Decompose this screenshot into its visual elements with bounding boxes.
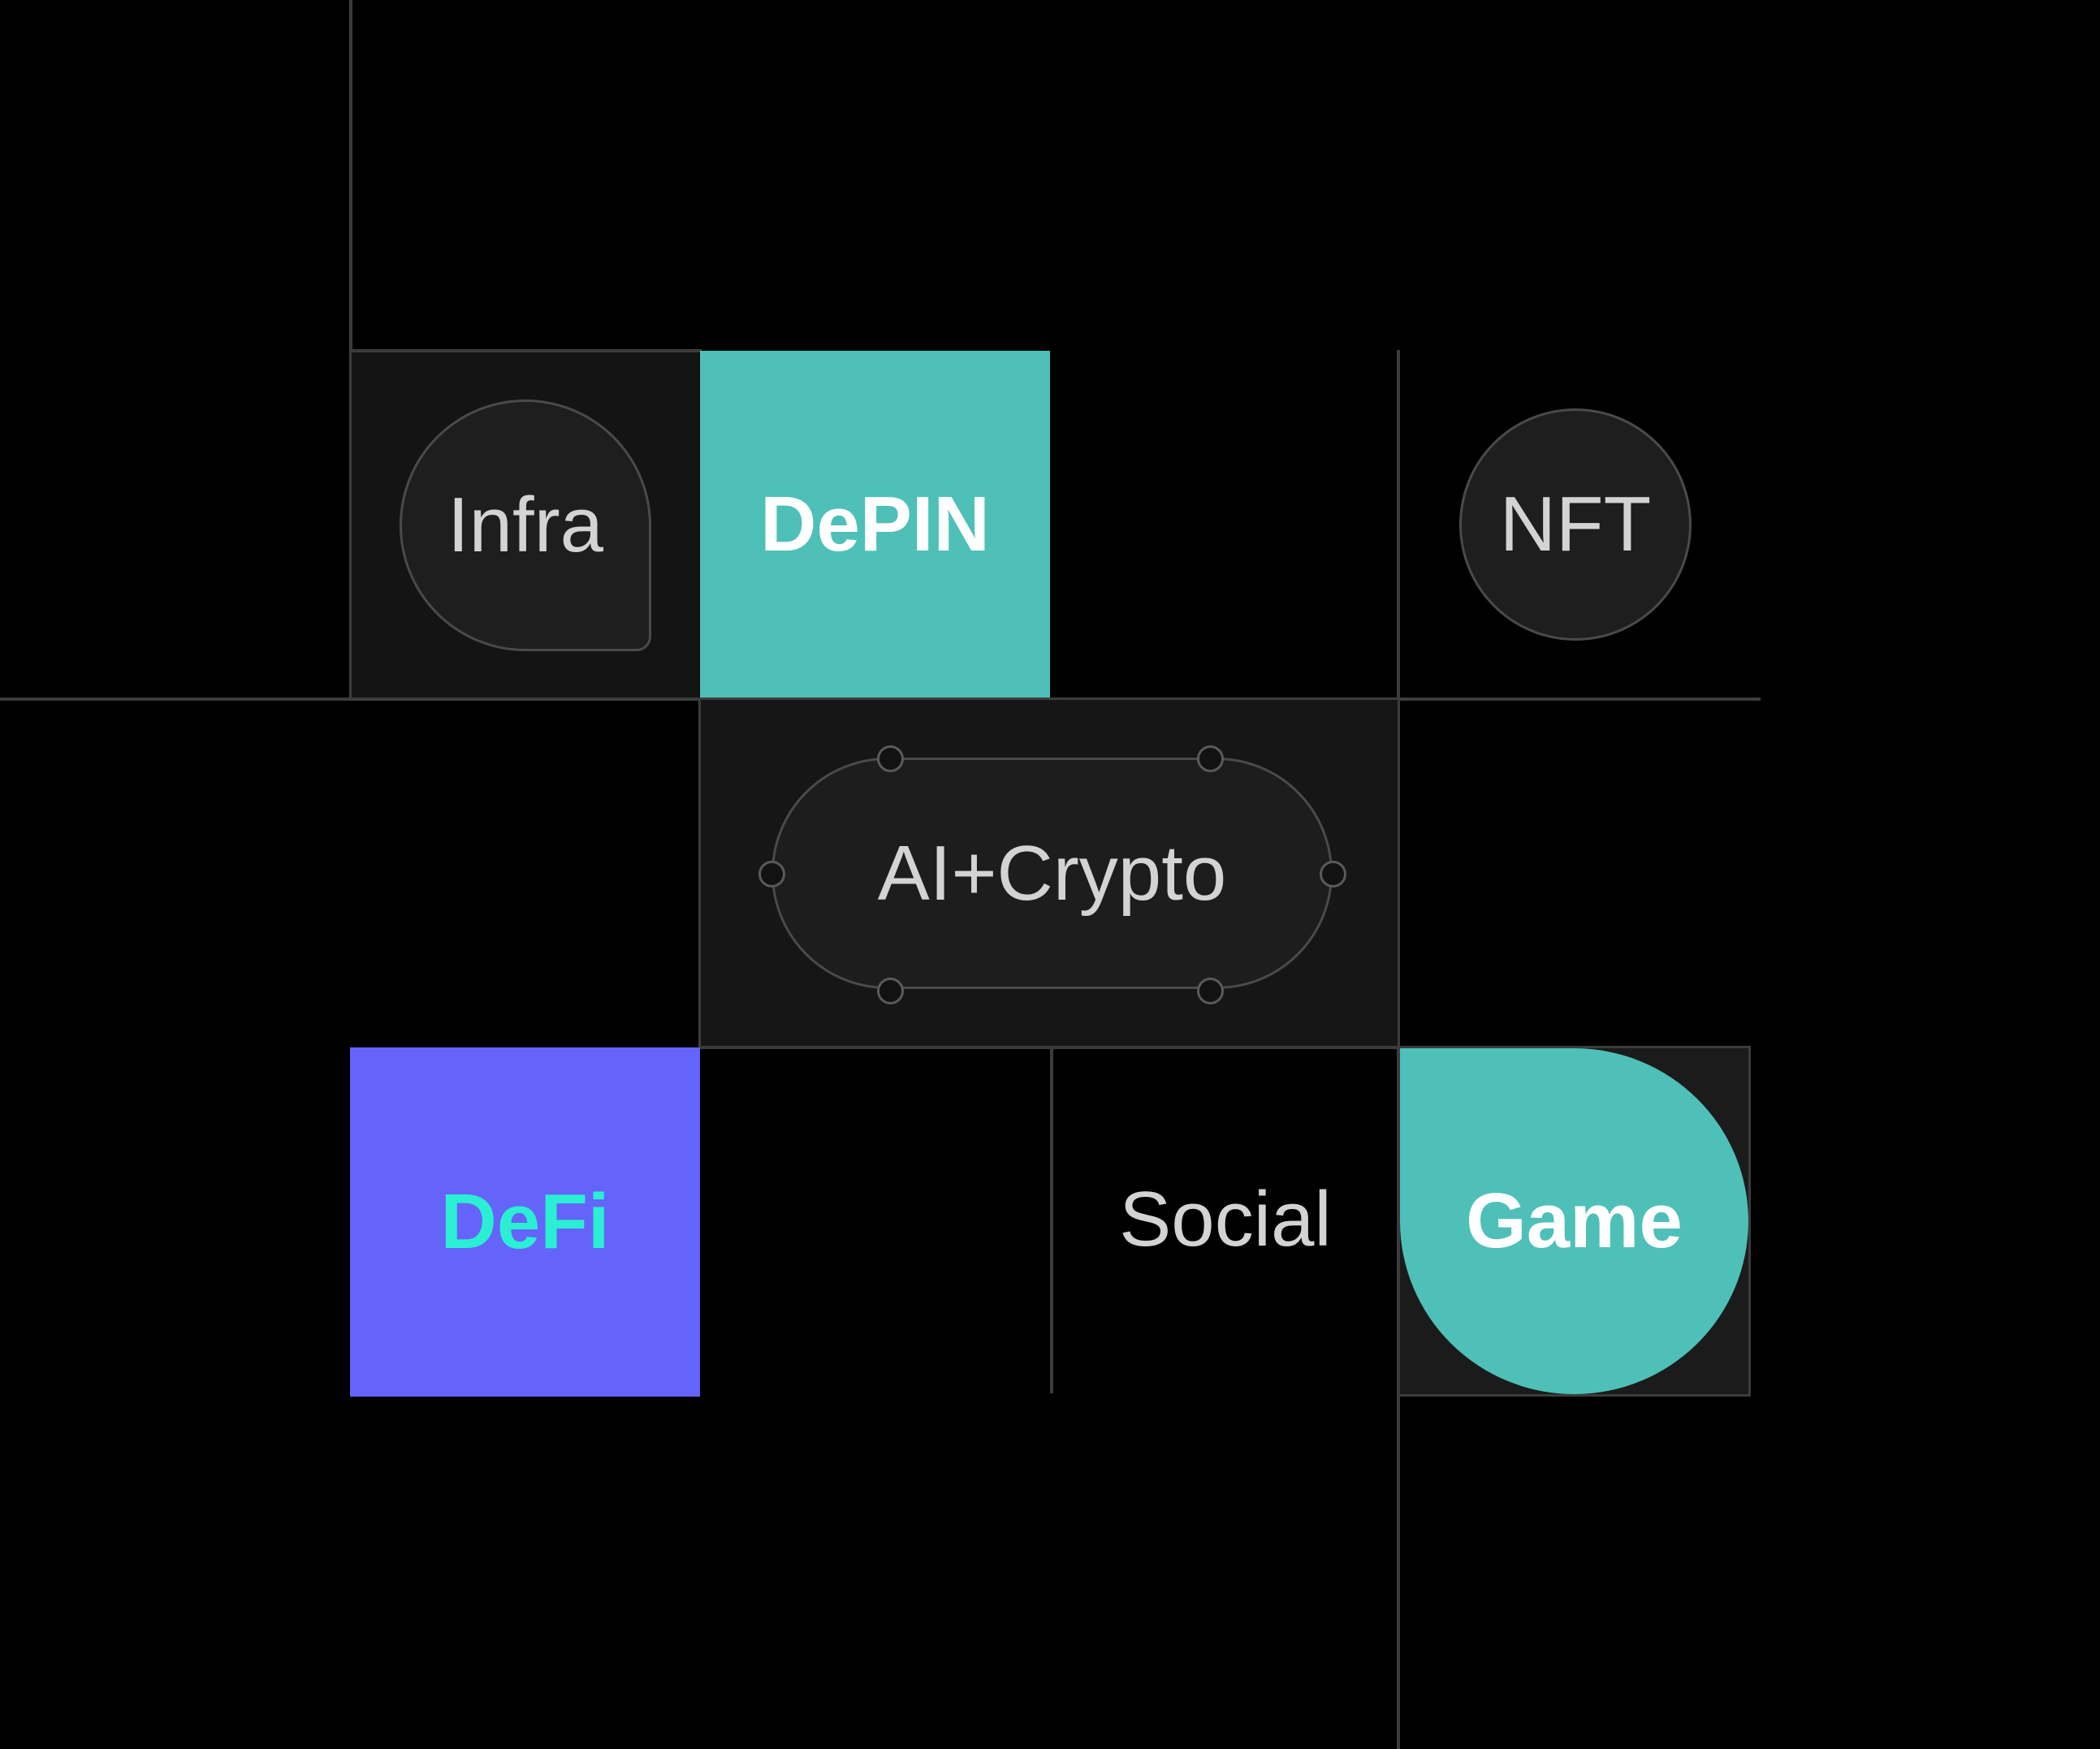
grid-line-horizontal-row3-top bbox=[698, 1046, 1751, 1049]
grid-line-horizontal-infra-top bbox=[349, 349, 702, 352]
game-label: Game bbox=[1466, 1177, 1683, 1264]
selection-handle-top-left[interactable] bbox=[877, 745, 904, 772]
ai-crypto-label: AI+Crypto bbox=[877, 829, 1227, 917]
selection-handle-bottom-left[interactable] bbox=[877, 978, 904, 1004]
game-tile[interactable]: Game bbox=[1400, 1048, 1748, 1394]
depin-label: DePIN bbox=[760, 480, 990, 568]
game-cell: Game bbox=[1400, 1048, 1748, 1394]
grid-line-vertical-game-right bbox=[1748, 1048, 1751, 1396]
grid-line-horizontal-main bbox=[0, 697, 1761, 701]
defi-tile[interactable]: DeFi bbox=[350, 1047, 700, 1397]
infra-label: Infra bbox=[447, 481, 604, 568]
selection-handle-middle-right[interactable] bbox=[1320, 861, 1346, 887]
infra-cell: Infra bbox=[352, 352, 699, 697]
selection-handle-bottom-right[interactable] bbox=[1197, 978, 1224, 1004]
selection-handle-top-right[interactable] bbox=[1197, 745, 1224, 772]
grid-line-vertical-social-left bbox=[1050, 1047, 1053, 1393]
social-tile[interactable]: Social bbox=[1052, 1047, 1398, 1392]
selection-handle-middle-left[interactable] bbox=[758, 861, 785, 887]
nft-label: NFT bbox=[1499, 481, 1652, 568]
defi-label: DeFi bbox=[440, 1178, 610, 1265]
social-label: Social bbox=[1119, 1176, 1332, 1263]
depin-tile[interactable]: DePIN bbox=[700, 351, 1050, 697]
grid-line-horizontal-game-bottom bbox=[1397, 1393, 1751, 1397]
nft-tile[interactable]: NFT bbox=[1459, 408, 1692, 641]
ai-crypto-tile[interactable]: AI+Crypto bbox=[771, 758, 1333, 989]
infra-tile[interactable]: Infra bbox=[400, 399, 651, 651]
grid-line-vertical-aibox-left bbox=[698, 700, 702, 1047]
grid-line-vertical-center-right bbox=[1397, 350, 1400, 1749]
